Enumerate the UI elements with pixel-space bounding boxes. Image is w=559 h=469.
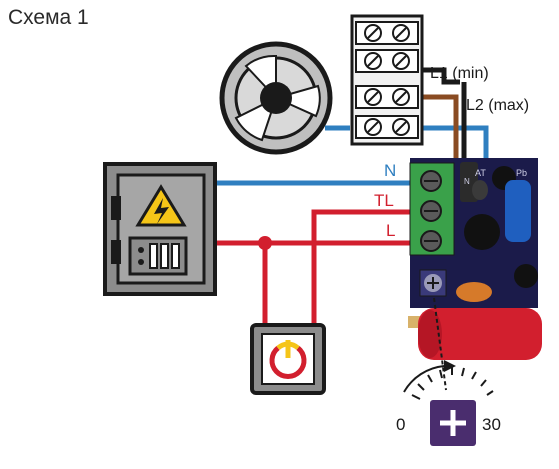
power-switch-icon [250, 323, 326, 395]
high-voltage-icon [135, 184, 187, 227]
green-terminal-block [409, 162, 455, 256]
plus-icon[interactable] [430, 400, 476, 446]
dial-max-label: 30 [482, 415, 501, 434]
silk-pb: Pb [516, 168, 527, 178]
board-component [514, 264, 538, 288]
blue-capacitor [505, 180, 531, 242]
dial-scale [403, 360, 494, 400]
label-l: L [386, 221, 395, 240]
label-n: N [384, 161, 396, 180]
terminal-row-3 [355, 85, 419, 109]
board-component [472, 180, 488, 200]
silk-n: N [464, 177, 470, 186]
tl-wire [311, 209, 418, 332]
controller-board: N AT Pb [409, 158, 538, 308]
dial-min-label: 0 [396, 415, 405, 434]
neutral-fan-wire [420, 125, 489, 160]
diagram-title: Схема 1 [8, 6, 89, 29]
terminal-row-1 [355, 21, 419, 45]
orange-capacitor [456, 282, 492, 302]
red-capacitor [408, 308, 542, 360]
label-l1: L1 (min) [430, 65, 489, 82]
board-component [464, 214, 500, 250]
terminal-row-4 [355, 115, 419, 139]
electrical-panel-icon [103, 162, 217, 296]
live-junction [258, 236, 272, 250]
label-l2: L2 (max) [466, 97, 529, 114]
l2-wire [420, 94, 459, 160]
silk-at: AT [475, 168, 486, 178]
fan-icon [219, 41, 333, 155]
l1-wire [420, 67, 460, 85]
terminal-block [350, 14, 424, 146]
label-tl: TL [374, 191, 394, 210]
dial-pointer-line [433, 297, 447, 391]
terminal-row-2 [355, 49, 419, 73]
